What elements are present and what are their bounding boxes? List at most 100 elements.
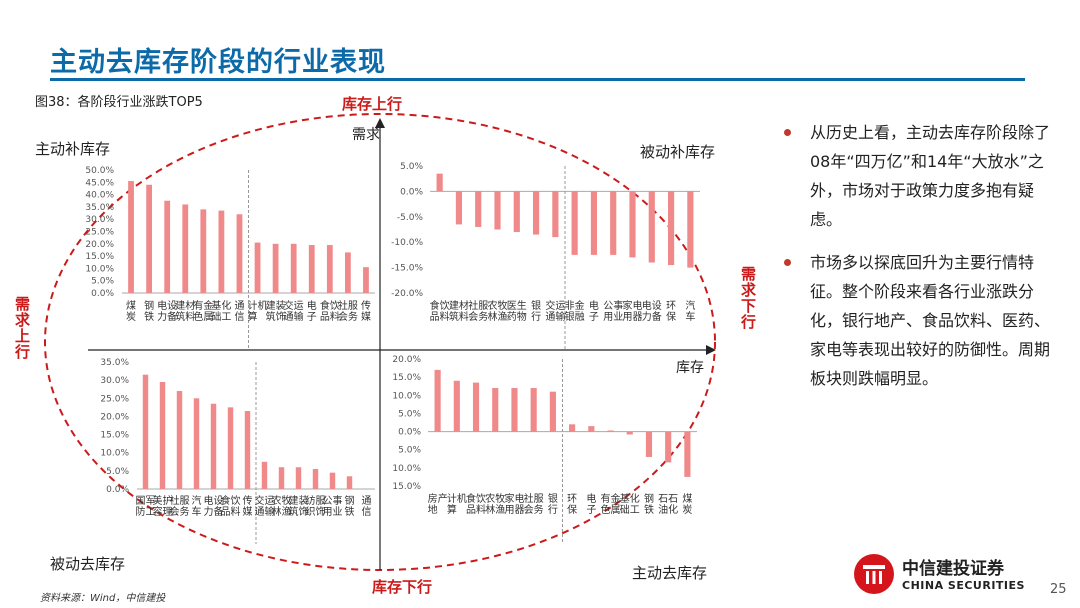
bar (308, 245, 315, 293)
category-label: 美容护理 (153, 494, 173, 518)
bar (455, 191, 463, 225)
y-axis-word: 需求 (352, 127, 380, 143)
category-label: 有色金属 (193, 299, 213, 323)
category-label: 钢铁 (644, 492, 654, 516)
horizontal-axis-arrow (706, 345, 716, 355)
bar (159, 381, 166, 489)
y-tick-label: 15.0% (392, 373, 421, 383)
bullet-text: 从历史上看，主动去库存阶段除了08年“四万亿”和14年“大放水”之外，市场对于政… (810, 123, 1051, 229)
y-tick-label: 20.0% (100, 412, 129, 422)
bar (200, 209, 207, 293)
category-label: 电子 (589, 299, 599, 323)
bar (176, 391, 183, 489)
category-label: 医药生物 (507, 299, 527, 323)
bullet-item: 从历史上看，主动去库存阶段除了08年“四万亿”和14年“大放水”之外，市场对于政… (780, 118, 1065, 234)
category-label: 银行 (531, 299, 541, 323)
category-label: 煤炭 (126, 299, 136, 323)
category-label: 电力设备 (204, 494, 224, 518)
bullet-text: 市场多以探底回升为主要行情特征。整个阶段来看各行业涨跌分化，银行地产、食品饮料、… (810, 253, 1051, 388)
bar (687, 191, 694, 268)
category-label: 交通运输 (545, 299, 565, 323)
bottom-label: 库存下行 (372, 578, 433, 596)
category-label: 家用电器 (504, 492, 524, 516)
bar (236, 214, 243, 293)
category-label: 建筑装饰 (266, 299, 286, 323)
bar (667, 191, 675, 266)
top-label: 库存上行 (342, 95, 403, 113)
category-label: 通信 (362, 495, 372, 518)
bar (648, 191, 655, 263)
bar (571, 191, 578, 255)
category-label: 环保 (567, 494, 577, 516)
bar (146, 184, 152, 293)
y-tick-label: 15.0% (392, 482, 421, 492)
bar (295, 467, 302, 489)
y-tick-label: 0.0% (400, 187, 423, 197)
category-label: 社会服务 (338, 299, 358, 323)
category-label: 传媒 (361, 300, 371, 323)
quadrant-label-br: 主动去库存 (632, 564, 708, 582)
y-tick-label: 5.0% (398, 409, 421, 419)
vertical-axis-arrow (375, 118, 385, 128)
y-tick-label: 30.0% (85, 215, 114, 225)
logo-chinese: 中信建投证券 (902, 559, 1004, 579)
company-logo-icon (854, 554, 894, 594)
y-tick-label: 5.0% (400, 162, 423, 172)
category-label: 农林牧渔 (485, 492, 505, 516)
category-label: 非银金融 (565, 299, 585, 323)
category-label: 钢铁 (345, 494, 355, 518)
category-label: 银行 (548, 492, 558, 516)
page-number: 25 (1050, 582, 1067, 597)
quadrant-label-tr: 被动补库存 (640, 143, 716, 161)
y-tick-label: 5.0% (398, 446, 421, 456)
category-label: 房地产 (428, 492, 448, 516)
category-label: 电力设备 (642, 299, 662, 323)
category-label: 农林牧渔 (272, 494, 292, 518)
y-tick-label: 40.0% (85, 191, 114, 201)
y-tick-label: 35.0% (100, 358, 129, 368)
bar (436, 173, 443, 192)
category-label: 石油石化 (658, 494, 678, 516)
bar (142, 374, 149, 489)
y-tick-label: 20.0% (85, 240, 114, 250)
bar (278, 467, 285, 489)
bar (261, 461, 268, 489)
y-tick-label: 15.0% (85, 252, 114, 262)
category-label: 传媒 (243, 495, 253, 518)
bullet-item: 市场多以探底回升为主要行情特征。整个阶段来看各行业涨跌分化，银行地产、食品饮料、… (780, 248, 1065, 393)
bar (532, 191, 540, 235)
category-label: 食品饮料 (466, 492, 486, 516)
category-label: 环保 (666, 301, 676, 323)
category-label: 社会服务 (524, 492, 544, 516)
y-tick-label: 30.0% (100, 376, 129, 386)
category-label: 基础化工 (620, 492, 640, 516)
bar (218, 210, 225, 293)
y-tick-label: 5.0% (91, 277, 114, 287)
category-label: 电子 (307, 299, 317, 323)
bar (434, 369, 441, 432)
quadrant-diagram: 50.0%45.0%40.0%35.0%30.0%25.0%20.0%15.0%… (44, 113, 716, 571)
y-tick-label: 45.0% (85, 178, 114, 188)
commentary: 从历史上看，主动去库存阶段除了08年“四万亿”和14年“大放水”之外，市场对于政… (780, 118, 1065, 407)
bar (244, 410, 251, 489)
bar (345, 252, 351, 293)
source-note: 资料来源：Wind，中信建投 (40, 593, 166, 604)
category-label: 电力设备 (157, 299, 177, 323)
bar (164, 200, 171, 293)
bar (363, 267, 369, 293)
y-tick-label: 0.0% (91, 289, 114, 299)
bar (492, 388, 499, 432)
category-label: 汽车 (192, 494, 202, 518)
category-label: 交通运输 (255, 494, 275, 518)
bullet-dot-icon (784, 259, 791, 266)
category-label: 煤炭 (682, 492, 692, 516)
bar (272, 243, 279, 293)
y-tick-label: 20.0% (392, 355, 421, 365)
page-title: 主动去库存阶段的行业表现 (50, 47, 386, 78)
bar (254, 242, 261, 293)
bar (472, 382, 480, 432)
category-label: 建筑材料 (449, 299, 469, 323)
bullet-dot-icon (784, 129, 791, 136)
category-label: 食品饮料 (320, 299, 340, 323)
bar (290, 243, 297, 293)
